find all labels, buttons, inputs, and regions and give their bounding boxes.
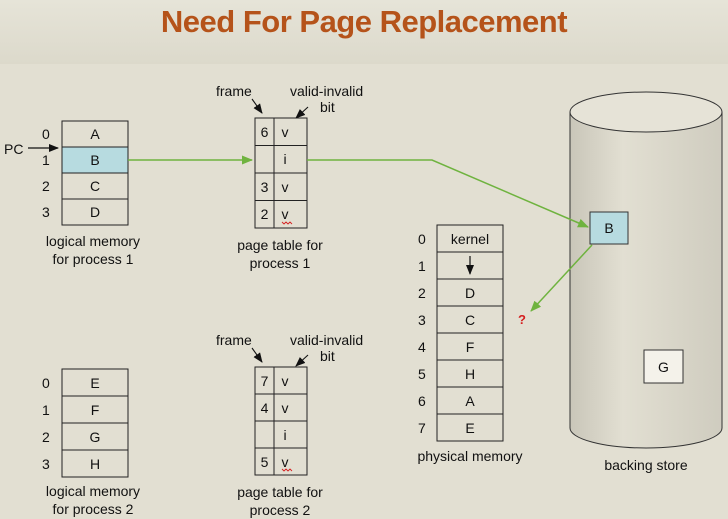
pt1-vi-label: valid-invalid: [290, 83, 364, 99]
pm-index: 4: [418, 339, 426, 355]
pc-label: PC: [4, 141, 24, 157]
pt2-bit-cell: v: [281, 372, 289, 389]
p1-caption-line2: for process 1: [52, 251, 134, 267]
backing-page-b: B: [604, 220, 614, 236]
green-arrow-to-physical-memory: [530, 244, 593, 312]
p2-index: 0: [42, 375, 50, 391]
pt1-frame-cell: 3: [260, 178, 269, 195]
pt2-caption-line1: page table for: [237, 484, 323, 500]
backing-page-b-box: [589, 211, 629, 245]
pt2-bit-label: bit: [320, 348, 335, 364]
backing-page-g: G: [658, 358, 669, 375]
spellcheck-squiggle-2: [281, 468, 293, 472]
pt2-frame-cell: 5: [260, 453, 269, 470]
pm-frame-cell: D: [464, 284, 476, 301]
backing-store-cylinder: [569, 91, 723, 449]
pt2-frame-cell: 7: [260, 372, 269, 389]
pm-frame-cell: C: [464, 311, 476, 328]
process2-table: [61, 368, 129, 478]
pt1-bit-label: bit: [320, 99, 335, 115]
p2-page-cell: H: [89, 455, 101, 472]
pm-index: 2: [418, 285, 426, 301]
pm-index: 3: [418, 312, 426, 328]
p1-page-cell: D: [89, 204, 101, 220]
vi-arrow-2: [295, 354, 309, 367]
pt2-frame-cell: [255, 421, 274, 448]
p2-page-cell: G: [89, 428, 101, 445]
pt2-bit-cell: v: [281, 453, 289, 470]
p2-index: 1: [42, 402, 50, 418]
pm-index: 0: [418, 231, 426, 247]
p1-index: 0: [42, 126, 50, 142]
pagetable1-grid: [254, 117, 308, 229]
pt1-frame-cell: 2: [260, 206, 269, 222]
title-bar: [0, 0, 728, 64]
pm-frame-cell: E: [465, 419, 475, 436]
pm-frame-cell: F: [465, 338, 475, 355]
pagetable2-grid: [254, 366, 308, 476]
slide-title: Need For Page Replacement: [160, 4, 568, 39]
pt2-caption-line2: process 2: [249, 502, 311, 518]
pt1-bit-cell: i: [283, 151, 287, 167]
p1-page-cell: A: [90, 126, 100, 142]
pm-index: 6: [418, 393, 426, 409]
pt2-vi-label: valid-invalid: [290, 332, 364, 348]
green-arrow-to-backing-store: [307, 159, 589, 228]
p1-caption-line1: logical memory: [45, 233, 141, 249]
p1-index: 1: [42, 152, 50, 168]
p1-index: 3: [42, 204, 50, 220]
physical-memory-grid: [436, 224, 504, 442]
pm-index: 7: [418, 420, 426, 436]
pt1-caption-line1: page table for: [237, 237, 323, 253]
pt2-bit-cell: v: [281, 399, 289, 416]
pt2-frame-cell: 4: [260, 399, 269, 416]
pt1-frame-label: frame: [216, 83, 252, 99]
pt1-frame-cell: 6: [260, 123, 269, 140]
pt2-bit-cell: i: [283, 426, 287, 443]
p2-page-cell: F: [90, 401, 100, 418]
p1-page-cell: C: [89, 178, 101, 194]
pm-index: 5: [418, 366, 426, 382]
pt1-frame-cell: [255, 145, 274, 173]
spellcheck-squiggle-1: [281, 221, 293, 225]
p2-page-cell: E: [90, 374, 100, 391]
frame-arrow-2: [251, 347, 263, 363]
backing-page-g-box: [643, 349, 684, 384]
process1-table: [61, 120, 129, 226]
p2-caption-line1: logical memory: [45, 483, 141, 499]
pm-frame-cell: kernel: [450, 230, 490, 247]
pm-caption: physical memory: [417, 448, 523, 464]
pt1-caption-line2: process 1: [249, 255, 311, 271]
p2-index: 3: [42, 456, 50, 472]
pt2-frame-label: frame: [216, 332, 252, 348]
frame-arrow-1: [251, 98, 263, 114]
p1-page-cell: B: [90, 152, 100, 168]
pm-frame-cell: A: [465, 392, 475, 409]
pt1-bit-cell: v: [281, 206, 289, 222]
question-mark: ?: [518, 312, 526, 327]
p2-index: 2: [42, 429, 50, 445]
p1-index: 2: [42, 178, 50, 194]
p2-caption-line2: for process 2: [52, 501, 134, 517]
pt1-bit-cell: v: [281, 178, 289, 195]
backing-store-caption: backing store: [604, 457, 688, 473]
vi-arrow-1: [295, 106, 309, 119]
pm-frame-cell: H: [464, 365, 476, 382]
pt1-bit-cell: v: [281, 123, 289, 140]
pm-index: 1: [418, 258, 426, 274]
highlight-cell: [62, 147, 128, 173]
